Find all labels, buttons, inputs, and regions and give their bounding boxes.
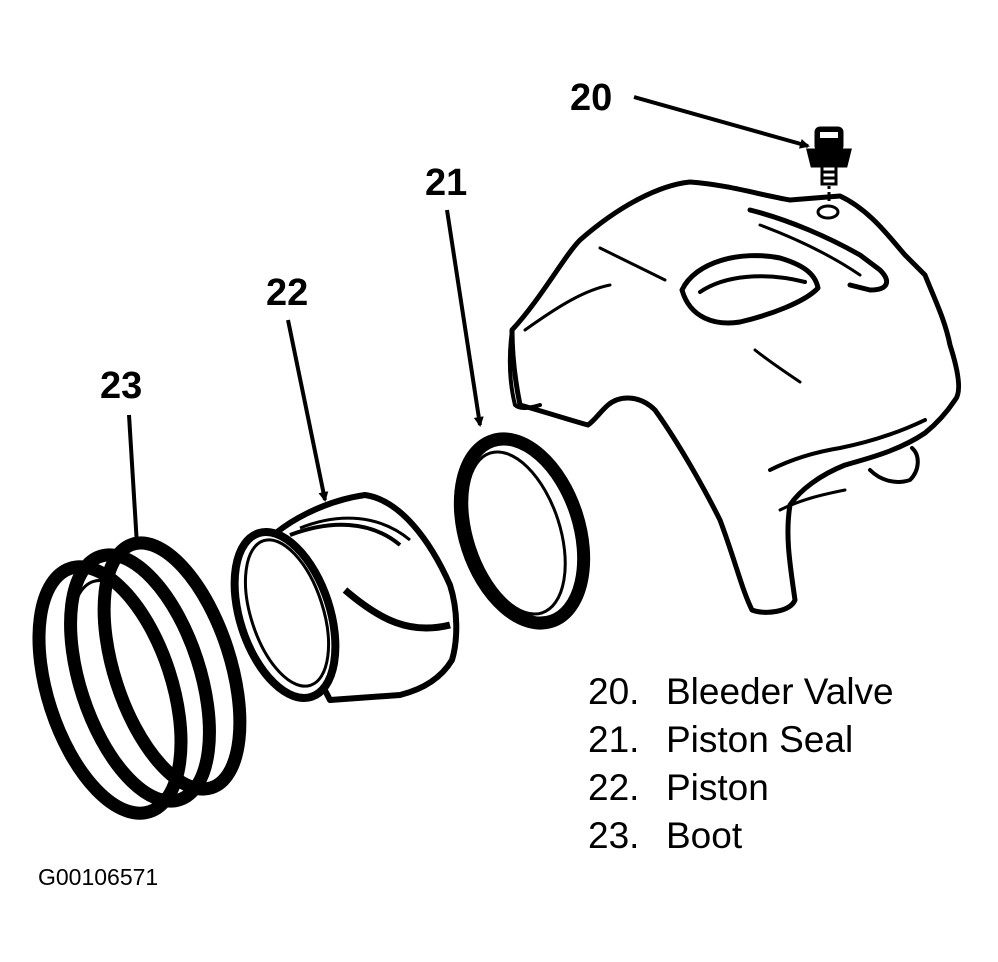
callout-22: 22	[266, 272, 329, 502]
callout-number-22: 22	[266, 272, 308, 314]
callout-23: 23	[100, 365, 142, 547]
legend-label: Piston Seal	[666, 719, 854, 760]
legend-row-21: 21. Piston Seal	[588, 716, 894, 764]
legend-label: Boot	[666, 815, 743, 856]
callout-arrow-21	[445, 209, 484, 427]
callout-arrow-23	[127, 414, 142, 547]
callout-number-23: 23	[100, 365, 142, 407]
legend-number: 20.	[588, 671, 640, 712]
boot	[32, 536, 247, 820]
legend-row-23: 23. Boot	[588, 812, 894, 860]
piston-seal	[453, 432, 591, 630]
caliper-housing	[507, 179, 962, 615]
callout-21: 21	[425, 162, 484, 427]
parts-legend: 20. Bleeder Valve 21. Piston Seal 22. Pi…	[588, 668, 894, 860]
callout-arrow-20	[633, 95, 810, 149]
legend-label: Piston	[666, 767, 769, 808]
callout-number-21: 21	[425, 162, 467, 204]
legend-row-20: 20. Bleeder Valve	[588, 668, 894, 716]
figure-id: G00106571	[38, 864, 159, 890]
legend-label: Bleeder Valve	[666, 671, 894, 712]
legend-number: 22.	[588, 767, 640, 808]
legend-number: 23.	[588, 815, 640, 856]
callout-number-20: 20	[570, 77, 612, 119]
legend-number: 21.	[588, 719, 640, 760]
legend-row-22: 22. Piston	[588, 764, 894, 812]
piston	[230, 492, 460, 703]
callout-arrow-22	[286, 319, 329, 502]
bleeder-valve	[806, 126, 852, 204]
callout-20: 20	[570, 77, 810, 149]
